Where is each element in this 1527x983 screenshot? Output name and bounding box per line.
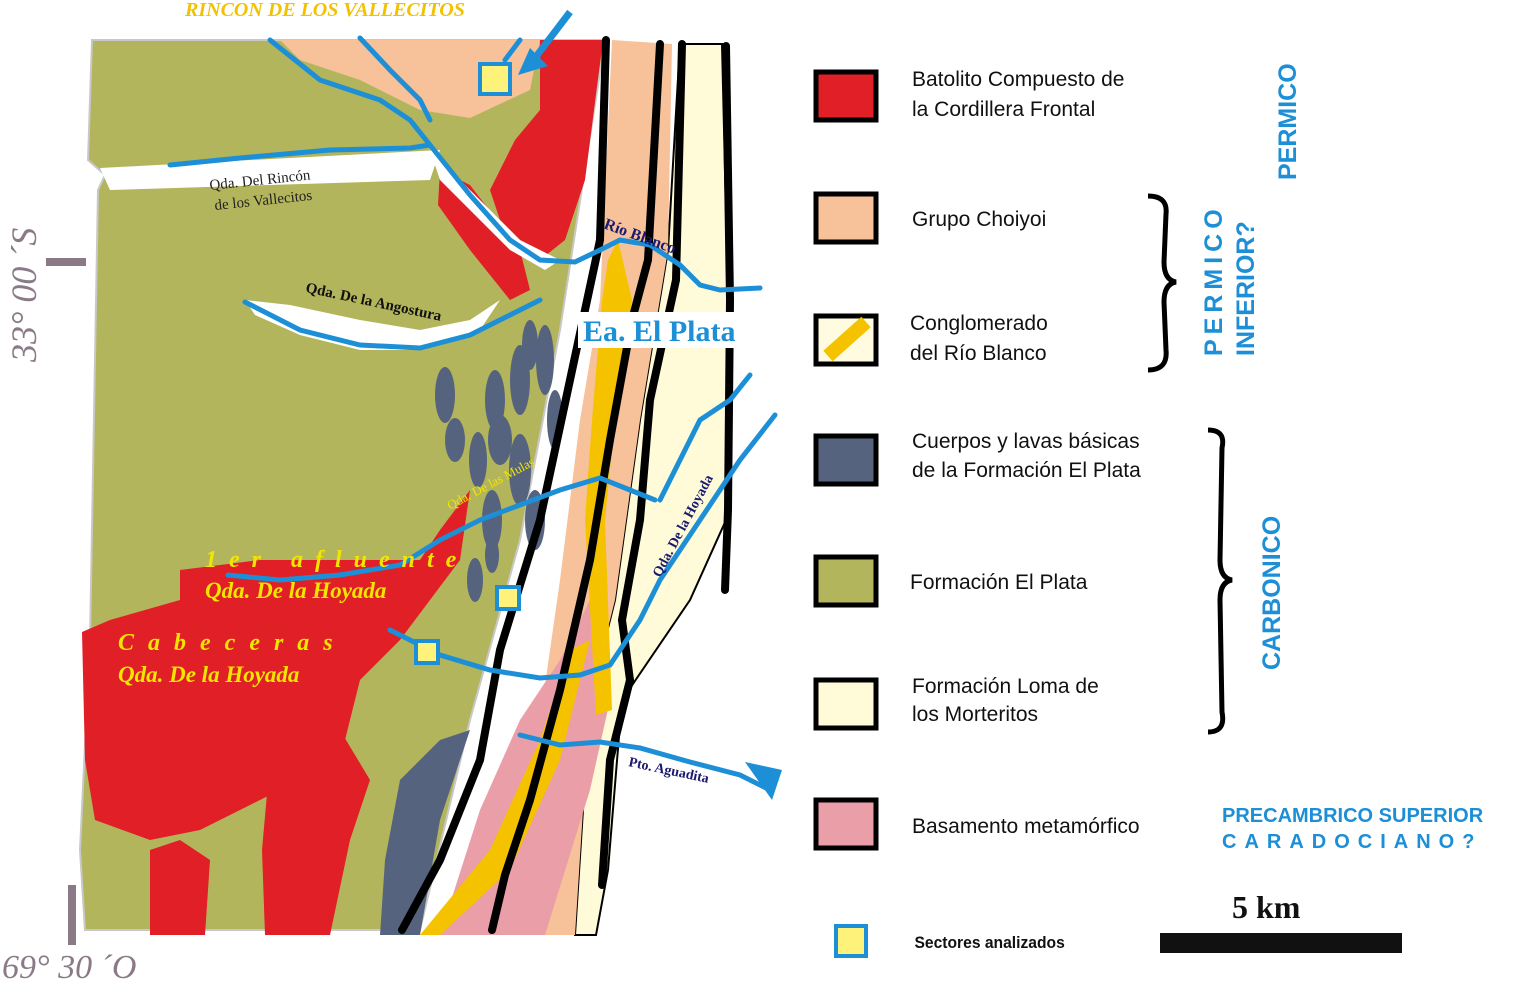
legend-swatch-plata: [813, 554, 879, 608]
aguadita-arrow-icon: [745, 762, 782, 800]
brace-carbonico: [1207, 427, 1233, 735]
legend-label-choiyoi: Grupo Choiyoi: [912, 208, 1046, 231]
legend-label-basamento: Basamento metamórfico: [912, 815, 1140, 838]
legend-label-plata: Formación El Plata: [910, 571, 1088, 594]
legend-label-morteritos-2: los Morteritos: [912, 703, 1038, 726]
legend-swatch-batolito: [813, 69, 879, 123]
legend-braces: [1147, 193, 1233, 735]
batolito-south: [82, 490, 470, 840]
age-permico-inferior-2: INFERIOR?: [1232, 221, 1260, 356]
age-permico-inferior-1: PERMICO: [1200, 204, 1228, 356]
label-ea-el-plata: Ea. El Plata: [583, 315, 736, 348]
legend-swatch-choiyoi: [813, 191, 879, 245]
legend-label-conglomerado-1: Conglomerado: [910, 312, 1048, 335]
legend-label-batolito-1: Batolito Compuesto de: [912, 68, 1124, 91]
conglomerado-band: [420, 240, 632, 935]
label-aguadita: Pto. Aguadita: [627, 755, 710, 787]
sector-afluente-icon: [495, 585, 521, 611]
legend-sector-icon: [834, 924, 868, 958]
legend-label-batolito-2: la Cordillera Frontal: [912, 98, 1095, 121]
rincon-arrow-icon: [532, 9, 573, 61]
legend-label-basicas-2: de la Formación El Plata: [912, 459, 1141, 482]
scale-label: 5 km: [1232, 889, 1301, 925]
map-area: [46, 9, 782, 945]
age-permico: PERMICO: [1274, 63, 1302, 180]
fault-lines: [398, 36, 735, 934]
choiyoi-band: [488, 40, 672, 935]
legend-swatch-basicas: [813, 433, 879, 487]
legend-label-conglomerado-2: del Río Blanco: [910, 342, 1047, 365]
legend-label-basicas-1: Cuerpos y lavas básicas: [912, 430, 1140, 453]
latitude-label: 33° 00 ´S: [4, 228, 44, 363]
age-carbonico: CARBONICO: [1258, 516, 1286, 670]
sector-markers: [414, 62, 521, 665]
label-cabeceras-2: Qda. De la Hoyada: [118, 662, 299, 687]
batolito-north: [490, 40, 603, 260]
age-precambrico-2: CARADOCIANO?: [1222, 831, 1482, 853]
choiyoi-north: [280, 40, 540, 118]
label-afluente-2: Qda. De la Hoyada: [205, 578, 386, 603]
legend-sectors-label: Sectores analizados: [914, 933, 1064, 952]
sector-rincon-icon: [478, 62, 512, 96]
legend: Batolito Compuesto de la Cordillera Fron…: [813, 63, 1484, 958]
legend-swatch-morteritos: [813, 677, 879, 731]
label-afluente-1: 1er afluente: [205, 547, 468, 573]
legend-swatch-basamento: [813, 797, 879, 851]
scale-bar: [1160, 933, 1402, 953]
legend-label-morteritos-1: Formación Loma de: [912, 675, 1099, 698]
sector-cabeceras-icon: [414, 639, 440, 665]
rivers: [167, 35, 778, 793]
longitude-label: 69° 30 ´O: [2, 949, 136, 983]
brace-permico-inferior: [1147, 193, 1177, 373]
header-label: RINCON DE LOS VALLECITOS: [184, 0, 465, 21]
label-cabeceras-1: Cabeceras: [118, 630, 347, 656]
age-precambrico-1: PRECAMBRICO SUPERIOR: [1222, 805, 1484, 827]
